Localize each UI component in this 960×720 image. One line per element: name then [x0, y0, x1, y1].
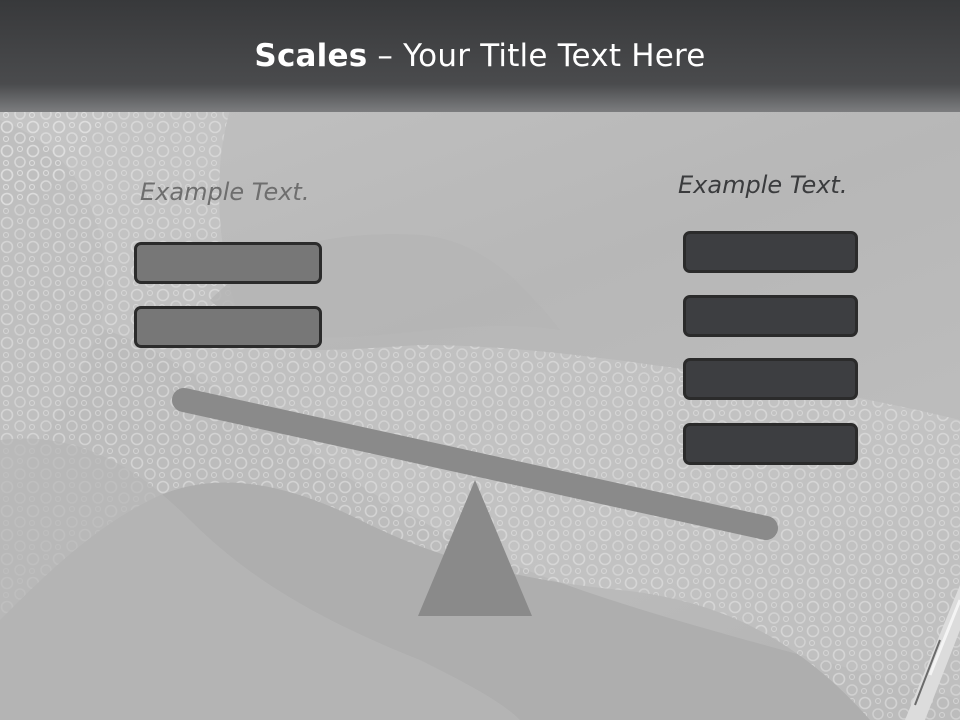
slide-title[interactable]: Scales – Your Title Text Here — [254, 38, 705, 74]
right-box-2[interactable] — [683, 295, 858, 337]
title-bold: Scales — [254, 38, 368, 74]
right-box-3[interactable] — [683, 358, 858, 400]
left-box-1[interactable] — [134, 242, 322, 284]
scale-beam[interactable] — [172, 388, 778, 540]
pen-decoration — [905, 585, 960, 720]
right-example-text[interactable]: Example Text. — [678, 171, 848, 199]
title-bar: Scales – Your Title Text Here — [0, 0, 960, 112]
title-rest: – Your Title Text Here — [367, 38, 706, 74]
right-box-4[interactable] — [683, 423, 858, 465]
scale-fulcrum[interactable] — [418, 480, 532, 616]
left-box-2[interactable] — [134, 306, 322, 348]
right-box-1[interactable] — [683, 231, 858, 273]
left-example-text[interactable]: Example Text. — [140, 178, 310, 206]
